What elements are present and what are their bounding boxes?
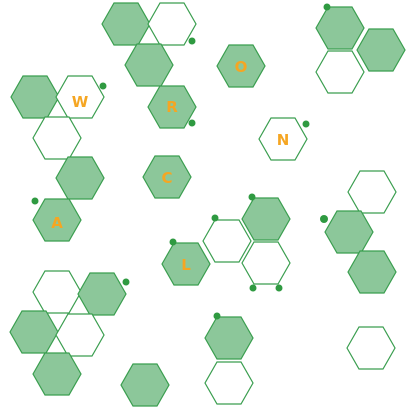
connector-dot[interactable] bbox=[188, 119, 196, 127]
hex-tile[interactable] bbox=[147, 2, 197, 46]
hex-tile[interactable] bbox=[324, 210, 374, 254]
hex-tile[interactable] bbox=[32, 198, 82, 242]
hex-tile[interactable] bbox=[356, 28, 406, 72]
hex-cluster-r: R bbox=[101, 2, 197, 129]
hex-tile[interactable] bbox=[55, 156, 105, 200]
hex-single-o: O bbox=[216, 44, 266, 88]
hex-tile[interactable] bbox=[124, 43, 174, 87]
hex-cluster-bottom-left bbox=[9, 270, 130, 396]
hex-tile[interactable] bbox=[32, 270, 82, 314]
connector-dot[interactable] bbox=[188, 37, 196, 45]
hex-single-bottom-right bbox=[346, 326, 396, 370]
hex-tile[interactable] bbox=[55, 313, 105, 357]
hex-tile[interactable] bbox=[32, 116, 82, 160]
connector-dot[interactable] bbox=[275, 284, 283, 292]
letter-l: L bbox=[181, 256, 191, 274]
hex-tile[interactable] bbox=[9, 310, 59, 354]
connector-dot[interactable] bbox=[249, 284, 257, 292]
hex-single-c: C bbox=[142, 155, 192, 199]
connector-dot[interactable] bbox=[213, 312, 221, 320]
hex-tile[interactable] bbox=[147, 85, 197, 129]
letter-n: N bbox=[277, 131, 290, 149]
hex-tile[interactable] bbox=[241, 197, 291, 241]
hex-tile[interactable] bbox=[120, 363, 170, 407]
hex-tile[interactable] bbox=[216, 44, 266, 88]
connector-dot[interactable] bbox=[169, 238, 177, 246]
hex-tile[interactable] bbox=[10, 75, 60, 119]
connector-dot[interactable] bbox=[248, 193, 256, 201]
hex-tile[interactable] bbox=[204, 316, 254, 360]
hex-tile[interactable] bbox=[315, 50, 365, 94]
letter-r: R bbox=[166, 98, 178, 116]
hex-cluster-l: L bbox=[161, 193, 291, 292]
hex-tile[interactable] bbox=[101, 2, 151, 46]
hex-cluster-w-a: W A bbox=[10, 75, 107, 242]
hex-tile[interactable] bbox=[142, 155, 192, 199]
connector-dot[interactable] bbox=[211, 214, 219, 222]
hex-tile[interactable] bbox=[315, 6, 365, 50]
letter-a: A bbox=[51, 214, 63, 232]
hex-cluster-bottom-center bbox=[204, 312, 254, 405]
connector-dot[interactable] bbox=[323, 3, 331, 11]
hex-tile[interactable] bbox=[241, 241, 291, 285]
hex-tile[interactable] bbox=[347, 170, 397, 214]
connector-dot[interactable] bbox=[122, 278, 130, 286]
connector-dot[interactable] bbox=[320, 215, 328, 223]
hex-tile[interactable] bbox=[204, 361, 254, 405]
hex-tile[interactable] bbox=[258, 117, 308, 161]
hex-single-n: N bbox=[258, 117, 310, 161]
hex-tile[interactable] bbox=[77, 272, 127, 316]
hex-cluster-right bbox=[320, 170, 397, 294]
letter-c: C bbox=[161, 169, 172, 187]
connector-dot[interactable] bbox=[99, 82, 107, 90]
hex-tile[interactable] bbox=[347, 250, 397, 294]
hex-tile[interactable] bbox=[346, 326, 396, 370]
letter-w: W bbox=[72, 93, 89, 111]
hex-cluster-top-right bbox=[315, 3, 406, 94]
letter-o: O bbox=[235, 58, 248, 76]
connector-dot[interactable] bbox=[302, 120, 310, 128]
hex-single-bottom bbox=[120, 363, 170, 407]
hex-tile[interactable] bbox=[32, 352, 82, 396]
connector-dot[interactable] bbox=[31, 197, 39, 205]
hex-tile[interactable] bbox=[202, 219, 252, 263]
